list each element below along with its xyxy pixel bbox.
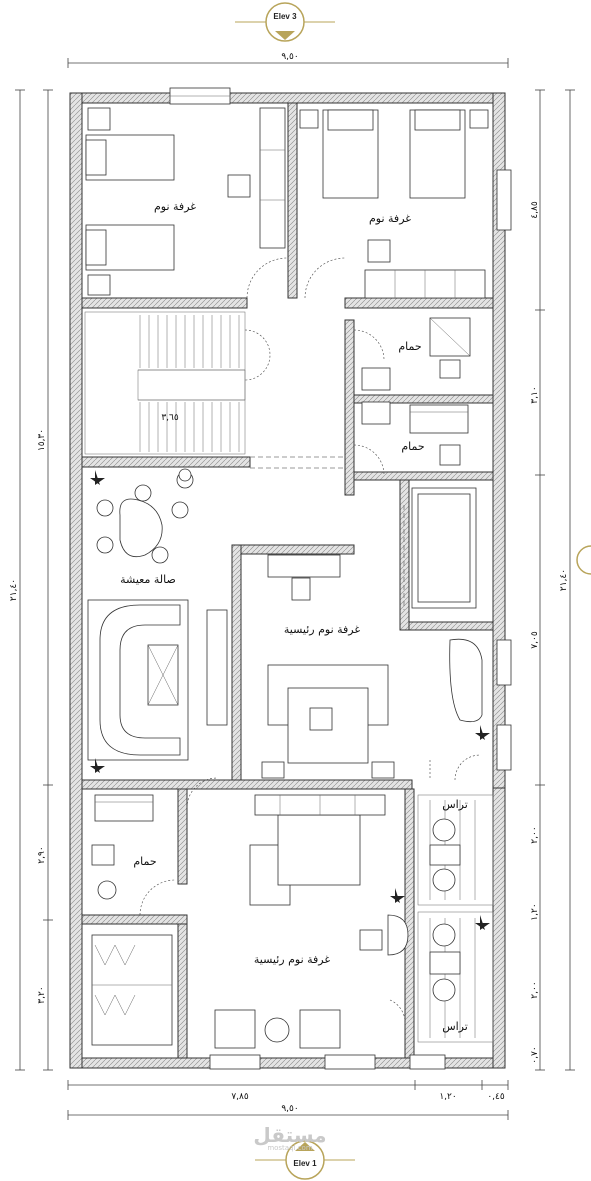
dimension-top-label: ٩,٥٠ bbox=[281, 52, 298, 62]
dimension-right-terrace-c: ٢,٠٠ bbox=[530, 981, 540, 998]
dimension-right-top: ٤,٨٥ bbox=[530, 201, 540, 219]
dimension-right-terrace-b: ١,٢٠ bbox=[530, 903, 540, 920]
bedroom-1-furniture bbox=[85, 107, 288, 299]
watermark: مستقل mostaql.com bbox=[253, 1123, 326, 1152]
room-living: صالة معيشة bbox=[120, 573, 176, 586]
room-master-2: غرفة نوم رئيسية bbox=[254, 953, 330, 966]
dimension-right-terrace-d: ٠,٧٠ bbox=[530, 1046, 540, 1063]
elevation-marker-top: Elev 3 bbox=[235, 2, 335, 42]
room-bath-1: حمام bbox=[398, 340, 421, 353]
watermark-sub: mostaql.com bbox=[267, 1144, 313, 1152]
watermark-logo: مستقل bbox=[253, 1123, 326, 1147]
windows bbox=[169, 87, 512, 1070]
master-2-furniture bbox=[186, 777, 409, 1049]
dimension-bottom-total: ٩,٥٠ bbox=[281, 1104, 298, 1114]
dimension-right-lower: ٧,٠٥ bbox=[530, 631, 540, 649]
dimension-right: ٤,٨٥ ٣,١٠ ٧,٠٥ ٢,٠٠ ١,٢٠ ٢,٠٠ ٠,٧٠ ٢١,٤٠ bbox=[530, 89, 575, 1071]
room-bath-2: حمام bbox=[401, 440, 424, 453]
interior-walls bbox=[81, 102, 494, 1059]
bath-2-fixtures bbox=[353, 401, 469, 476]
dimension-left: ٢١,٤٠ ١٥,٣٠ ٢,٩٠ ٣,٢٠ bbox=[9, 89, 53, 1071]
room-bedroom-1: غرفة نوم bbox=[154, 200, 196, 213]
stair-door-swing bbox=[244, 329, 271, 381]
dimension-bottom-a: ٧,٨٥ bbox=[231, 1092, 249, 1102]
dimension-right-terrace-a: ٢,٠٠ bbox=[530, 826, 540, 843]
elevation-marker-right bbox=[576, 545, 591, 575]
elevation-marker-bottom: Elev 1 bbox=[255, 1140, 355, 1180]
dimension-top: ٩,٥٠ bbox=[67, 52, 509, 68]
dimension-left-outer: ٢١,٤٠ bbox=[9, 579, 19, 601]
dimension-right-mid: ٣,١٠ bbox=[530, 386, 540, 403]
room-terrace-1: تراس bbox=[442, 798, 468, 811]
dimension-right-outer: ٢١,٤٠ bbox=[559, 569, 569, 591]
master-1-furniture bbox=[261, 487, 483, 781]
plant-symbols bbox=[90, 470, 490, 930]
elevation-bottom-label: Elev 1 bbox=[293, 1159, 317, 1168]
room-bedroom-2: غرفة نوم bbox=[369, 212, 411, 225]
bath-3-fixtures bbox=[91, 794, 176, 1046]
room-master-1: غرفة نوم رئيسية bbox=[284, 623, 360, 636]
room-bath-3: حمام bbox=[133, 855, 156, 868]
dimension-left-inner: ١٥,٣٠ bbox=[37, 429, 47, 451]
room-terrace-2: تراس bbox=[442, 1020, 468, 1033]
dimension-left-bottom-b: ٣,٢٠ bbox=[37, 986, 47, 1003]
stair-steps bbox=[139, 315, 240, 452]
staircase bbox=[84, 311, 246, 455]
living-room-furniture bbox=[87, 468, 341, 761]
dimension-bottom-c: ٠,٤٥ bbox=[487, 1092, 505, 1102]
bedroom-2-furniture bbox=[299, 109, 489, 299]
dimension-bottom: ٧,٨٥ ١,٢٠ ٠,٤٥ ٩,٥٠ bbox=[67, 1080, 509, 1120]
terraces bbox=[417, 794, 494, 1043]
outer-walls bbox=[69, 92, 506, 1069]
bath-1-fixtures bbox=[353, 317, 471, 391]
stair-level-label: ٣,٦٥ bbox=[161, 413, 179, 423]
dimension-bottom-b: ١,٢٠ bbox=[439, 1092, 456, 1102]
dimension-left-bottom-a: ٢,٩٠ bbox=[37, 846, 47, 863]
elevation-top-label: Elev 3 bbox=[273, 12, 297, 21]
